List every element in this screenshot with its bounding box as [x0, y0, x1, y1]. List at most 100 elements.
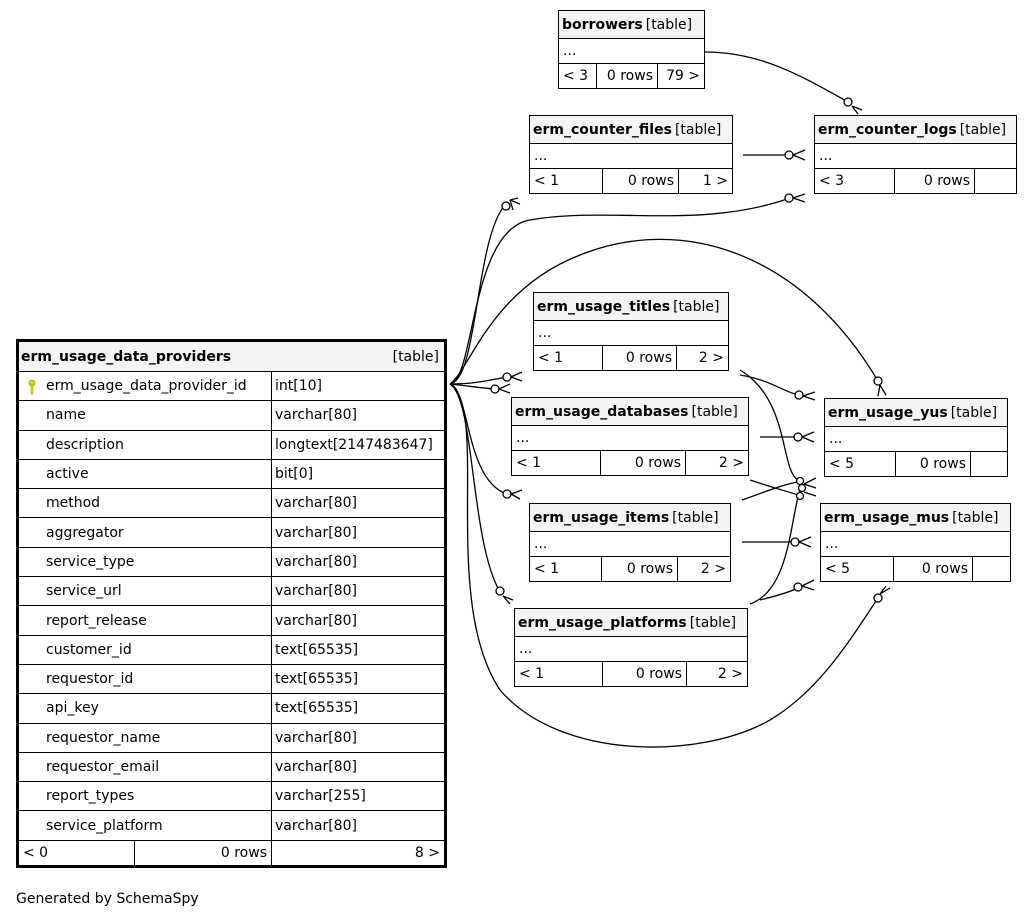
table-erm-usage-data-providers[interactable]: erm_usage_data_providers [table] erm_usa…: [16, 339, 447, 868]
table-columns-ellipsis: ...: [530, 532, 730, 557]
column-name-text: service_url: [46, 583, 122, 600]
column-type: varchar[80]: [275, 817, 357, 834]
table-header: erm_usage_mus[table]: [821, 504, 1010, 532]
table-footer: < 1 0 rows 2 >: [530, 557, 730, 581]
edge-titles-yus: [739, 374, 799, 396]
table-borrowers[interactable]: borrowers[table] ... < 3 0 rows 79 >: [558, 10, 705, 89]
column-type: varchar[80]: [275, 759, 357, 775]
footer-parents[interactable]: < 1: [534, 346, 603, 370]
end-items: [502, 489, 512, 499]
column-name-text: erm_usage_data_provider_id: [46, 378, 247, 395]
footer-rows: 0 rows: [603, 662, 687, 686]
column-name: erm_usage_data_provider_id: [19, 372, 272, 401]
table-header: erm_usage_yus[table]: [825, 399, 1007, 427]
table-columns-ellipsis: ...: [825, 427, 1007, 452]
table-name: erm_usage_yus: [828, 404, 948, 421]
column-name-text: service_type: [46, 553, 135, 570]
table-header: erm_counter_files[table]: [530, 116, 732, 144]
table-tag: [table]: [691, 403, 738, 420]
column-name: customer_id: [19, 635, 272, 664]
footer-children[interactable]: 2 >: [700, 561, 726, 577]
column-row[interactable]: service_url varchar[80]: [19, 577, 444, 607]
footer-parents[interactable]: < 5: [821, 557, 894, 581]
column-row[interactable]: requestor_name varchar[80]: [19, 723, 444, 753]
footer-parents[interactable]: < 3: [815, 169, 895, 193]
table-erm-usage-titles[interactable]: erm_usage_titles[table] ... < 1 0 rows 2…: [533, 292, 729, 371]
end-counter-files: [501, 201, 511, 211]
column-type: varchar[80]: [275, 729, 357, 746]
footer-parents[interactable]: < 1: [515, 662, 603, 686]
column-type: varchar[255]: [275, 788, 366, 805]
main-footer-parents[interactable]: < 0: [19, 840, 135, 865]
column-type: longtext[2147483647]: [275, 436, 433, 453]
table-footer: < 5 0 rows: [825, 452, 1007, 476]
edge-databases: [449, 383, 496, 390]
edge-items-yus: [741, 481, 799, 501]
column-name: requestor_id: [19, 664, 272, 694]
footer-children[interactable]: 2 >: [698, 350, 724, 366]
footer-children[interactable]: [971, 452, 1007, 476]
footer-children[interactable]: 2 >: [718, 455, 744, 471]
table-columns-ellipsis: ...: [512, 426, 748, 451]
edge-yus: [449, 238, 879, 385]
column-name-text: api_key: [46, 700, 99, 717]
footer-rows: 0 rows: [603, 346, 677, 370]
table-columns-ellipsis: ...: [530, 144, 732, 169]
footer-parents[interactable]: < 1: [530, 557, 602, 581]
footer-children[interactable]: [975, 169, 1016, 193]
footer-children[interactable]: [973, 557, 1010, 581]
table-erm-usage-databases[interactable]: erm_usage_databases[table] ... < 1 0 row…: [511, 397, 749, 476]
column-name-text: requestor_name: [46, 729, 161, 746]
table-tag: [table]: [645, 16, 693, 33]
table-tag: [table]: [673, 298, 720, 315]
table-name: erm_counter_logs: [818, 121, 957, 138]
main-footer-children[interactable]: 8 >: [414, 844, 440, 861]
table-erm-counter-files[interactable]: erm_counter_files[table] ... < 1 0 rows …: [529, 115, 733, 194]
footer-children[interactable]: 1 >: [702, 173, 728, 189]
end-databases: [490, 384, 500, 394]
column-row[interactable]: service_type varchar[80]: [19, 547, 444, 578]
table-erm-usage-platforms[interactable]: erm_usage_platforms[table] ... < 1 0 row…: [514, 608, 748, 687]
column-name: requestor_name: [19, 723, 272, 752]
column-type: varchar[80]: [275, 612, 357, 629]
column-row[interactable]: service_platform varchar[80]: [19, 811, 444, 841]
end-platforms: [495, 586, 505, 596]
footer-parents[interactable]: < 5: [825, 452, 896, 476]
table-name: erm_usage_items: [533, 509, 670, 526]
end-yus-3: [793, 432, 803, 442]
end-titles: [502, 372, 512, 382]
column-name-text: aggregator: [46, 524, 124, 541]
table-erm-usage-yus[interactable]: erm_usage_yus[table] ... < 5 0 rows: [824, 398, 1008, 477]
column-name: description: [19, 430, 272, 459]
footer-children[interactable]: 2 >: [717, 666, 743, 682]
column-name-text: service_platform: [46, 817, 163, 834]
footer-parents[interactable]: < 3: [559, 64, 597, 88]
column-type: varchar[80]: [275, 583, 357, 600]
end-mus-3: [790, 537, 800, 547]
table-name: erm_usage_platforms: [518, 614, 687, 631]
footer-children[interactable]: 79 >: [666, 68, 700, 84]
column-name: api_key: [19, 694, 272, 723]
table-header: erm_counter_logs[table]: [815, 116, 1016, 144]
footer-parents[interactable]: < 1: [530, 169, 603, 193]
table-erm-usage-mus[interactable]: erm_usage_mus[table] ... < 5 0 rows: [820, 503, 1011, 582]
table-erm-counter-logs[interactable]: erm_counter_logs[table] ... < 3 0 rows: [814, 115, 1017, 194]
table-erm-usage-items[interactable]: erm_usage_items[table] ... < 1 0 rows 2 …: [529, 503, 731, 582]
footer-rows: 0 rows: [601, 451, 686, 475]
column-type: varchar[80]: [275, 553, 357, 570]
footer-parents[interactable]: < 1: [512, 451, 601, 475]
